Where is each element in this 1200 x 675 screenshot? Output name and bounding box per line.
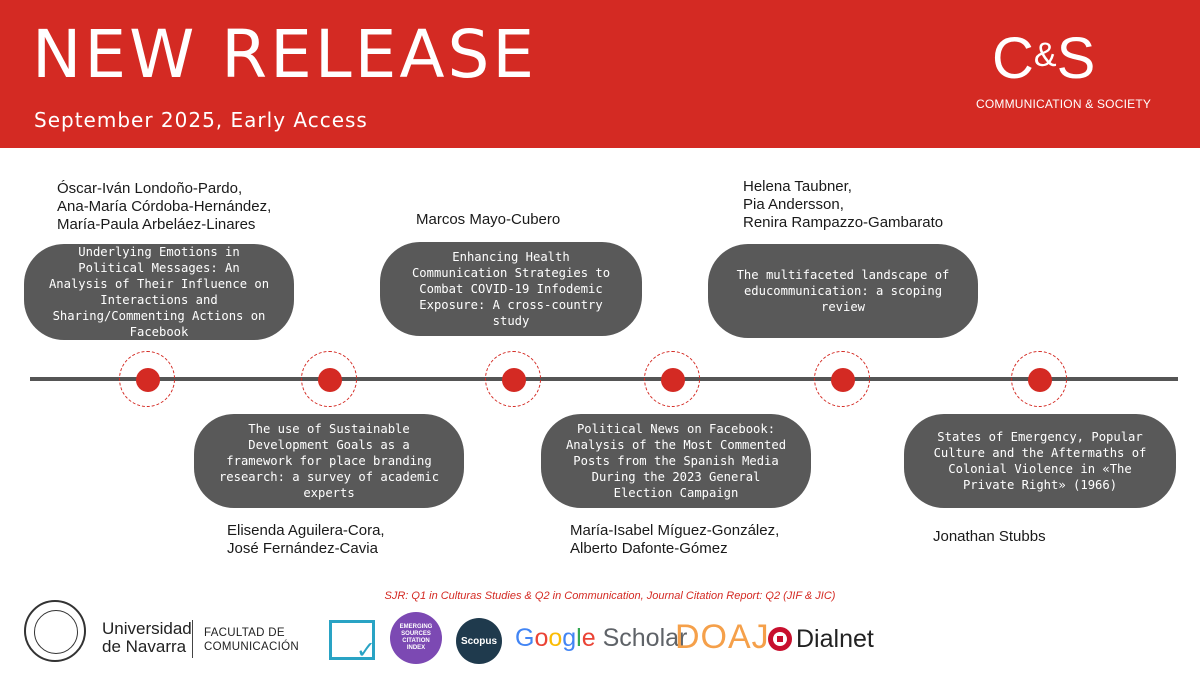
article-title: Enhancing Health Communication Strategie… — [411, 250, 611, 328]
dialnet-mark-icon — [768, 627, 792, 651]
university-name: Universidad de Navarra — [102, 619, 192, 656]
dialnet-logo: Dialnet — [768, 625, 874, 654]
timeline-node-3 — [485, 351, 541, 407]
timeline-node-6 — [1011, 351, 1067, 407]
certification-badge-icon — [329, 620, 376, 665]
author-name: Óscar-Iván Londoño-Pardo, — [57, 180, 243, 197]
timeline-dot — [831, 368, 855, 392]
timeline-dot — [136, 368, 160, 392]
university-seal-icon — [24, 600, 86, 662]
sjr-ranking: SJR: Q1 in Culturas Studies & Q2 in Comm… — [384, 590, 836, 602]
page-title: NEW RELEASE — [32, 16, 538, 93]
timeline-dot — [661, 368, 685, 392]
author-name: Ana-María Córdoba-Hernández, — [57, 198, 272, 215]
timeline-dot — [1028, 368, 1052, 392]
timeline-dot — [318, 368, 342, 392]
article-6-authors: Jonathan Stubbs — [933, 528, 1046, 546]
article-2-authors: Elisenda Aguilera-Cora, José Fernández-C… — [227, 522, 385, 558]
article-4-authors: María-Isabel Míguez-González, Alberto Da… — [570, 522, 779, 558]
logo-mark: C&S — [992, 26, 1096, 91]
timeline-dot — [502, 368, 526, 392]
journal-logo: C&S COMMUNICATION & SOCIETY — [976, 26, 1151, 120]
timeline-node-5 — [814, 351, 870, 407]
release-date: September 2025, Early Access — [34, 108, 368, 132]
scopus-badge: Scopus — [456, 618, 502, 664]
article-title: The use of Sustainable Development Goals… — [218, 422, 440, 500]
author-name: Jonathan Stubbs — [933, 528, 1046, 545]
google-scholar-logo: Google Scholar — [515, 624, 688, 652]
author-name: Marcos Mayo-Cubero — [416, 211, 561, 228]
header-banner: NEW RELEASE September 2025, Early Access… — [0, 0, 1200, 148]
article-1-title-pill: Underlying Emotions in Political Message… — [24, 244, 294, 340]
author-name: Elisenda Aguilera-Cora, — [227, 522, 385, 539]
article-title: States of Emergency, Popular Culture and… — [933, 430, 1147, 492]
author-name: José Fernández-Cavia — [227, 540, 378, 557]
faculty-name: FACULTAD DE COMUNICACIÓN — [204, 627, 299, 653]
article-2-title-pill: The use of Sustainable Development Goals… — [194, 414, 464, 508]
article-5-authors: Helena Taubner, Pia Andersson, Renira Ra… — [743, 178, 943, 232]
author-name: María-Paula Arbeláez-Linares — [57, 216, 256, 233]
author-name: Alberto Dafonte-Gómez — [570, 540, 728, 557]
timeline-node-1 — [119, 351, 175, 407]
timeline-line — [30, 377, 1178, 381]
article-3-authors: Marcos Mayo-Cubero — [416, 211, 560, 229]
author-name: Helena Taubner, — [743, 178, 852, 195]
university-logo: Universidad de Navarra FACULTAD DE COMUN… — [24, 598, 299, 668]
article-5-title-pill: The multifaceted landscape of educommuni… — [708, 244, 978, 338]
article-6-title-pill: States of Emergency, Popular Culture and… — [904, 414, 1176, 508]
logo-divider — [192, 620, 193, 658]
author-name: María-Isabel Míguez-González, — [570, 522, 780, 539]
timeline-node-4 — [644, 351, 700, 407]
doaj-logo: DOAJ — [675, 618, 770, 656]
article-3-title-pill: Enhancing Health Communication Strategie… — [380, 242, 642, 336]
article-title: The multifaceted landscape of educommuni… — [736, 268, 950, 314]
author-name: Renira Rampazzo-Gambarato — [743, 214, 944, 231]
timeline-node-2 — [301, 351, 357, 407]
esci-badge: EMERGING SOURCES CITATION INDEX — [390, 612, 442, 664]
article-title: Underlying Emotions in Political Message… — [48, 245, 270, 339]
logo-subtitle: COMMUNICATION & SOCIETY — [976, 97, 1152, 111]
article-4-title-pill: Political News on Facebook: Analysis of … — [541, 414, 811, 508]
article-1-authors: Óscar-Iván Londoño-Pardo, Ana-María Córd… — [57, 180, 271, 234]
article-title: Political News on Facebook: Analysis of … — [565, 422, 787, 500]
author-name: Pia Andersson, — [743, 196, 844, 213]
